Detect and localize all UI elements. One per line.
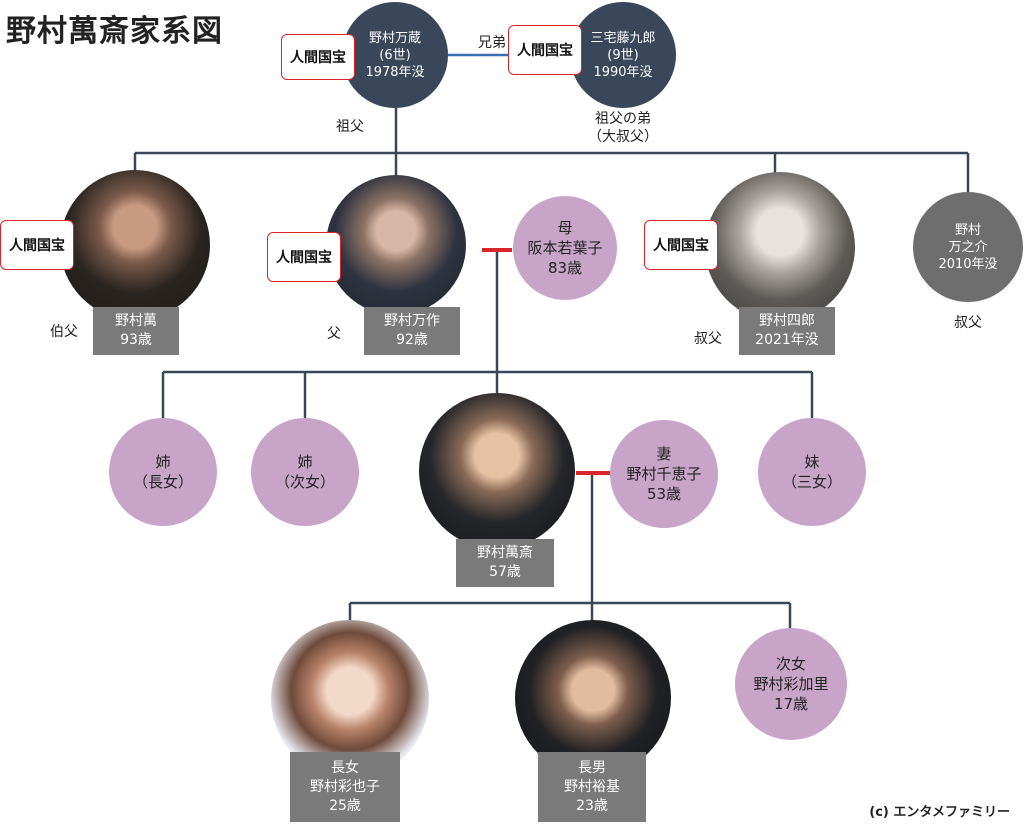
sister3-role: 妹 — [804, 453, 820, 471]
uncle3-name-line1: 野村 — [954, 222, 981, 238]
daughter1-plate: 長女 野村彩也子 25歳 — [290, 752, 400, 822]
wife-note: 53歳 — [646, 485, 682, 503]
mansai-photo — [419, 393, 575, 549]
sister1-role: 姉 — [155, 453, 171, 471]
wife-name: 野村千恵子 — [626, 465, 702, 483]
father-name: 野村万作 — [384, 313, 440, 329]
son-name: 野村裕基 — [564, 778, 620, 795]
daughter1-photo — [271, 620, 429, 778]
daughter1-name: 野村彩也子 — [310, 778, 380, 795]
mansai-note: 57歳 — [489, 564, 521, 580]
uncle3-node: 野村 万之介 2010年没 — [913, 192, 1023, 302]
granduncle-note: 1990年没 — [593, 64, 653, 80]
father-photo — [326, 175, 466, 315]
grandfather-name: 野村万蔵 — [368, 30, 421, 46]
uncle2-note: 2021年没 — [755, 332, 819, 348]
daughter2-name: 野村彩加里 — [753, 675, 829, 693]
uncle2-photo — [705, 172, 855, 322]
mother-node: 母 阪本若葉子 83歳 — [513, 196, 617, 300]
grandfather-note: 1978年没 — [365, 64, 425, 80]
uncle1-badge: 人間国宝 — [0, 220, 74, 270]
granduncle-generation: (9世) — [607, 47, 639, 63]
mansai-name: 野村萬斎 — [477, 545, 533, 561]
son-role: 長男 — [578, 759, 606, 776]
grandfather-generation: (6世) — [379, 47, 411, 63]
grandfather-relation: 祖父 — [336, 119, 364, 135]
daughter1-note: 25歳 — [329, 797, 361, 814]
grandfather-badge: 人間国宝 — [281, 34, 355, 80]
wife-node: 妻 野村千恵子 53歳 — [610, 420, 718, 528]
uncle1-plate: 野村萬 93歳 — [93, 307, 179, 355]
uncle2-name: 野村四郎 — [759, 313, 815, 329]
sister1-node: 姉 （長女） — [109, 418, 217, 526]
daughter2-node: 次女 野村彩加里 17歳 — [735, 628, 847, 740]
granduncle-badge: 人間国宝 — [508, 25, 582, 75]
son-plate: 長男 野村裕基 23歳 — [538, 752, 646, 822]
sister3-node: 妹 （三女） — [758, 418, 866, 526]
uncle2-badge: 人間国宝 — [644, 220, 718, 270]
father-relation: 父 — [327, 326, 341, 342]
granduncle-relation-line2: （大叔父） — [588, 129, 658, 145]
daughter1-role: 長女 — [331, 759, 359, 776]
uncle1-name: 野村萬 — [115, 313, 157, 329]
uncle3-note: 2010年没 — [938, 256, 998, 272]
sister3-order: （三女） — [781, 473, 842, 491]
page-title: 野村萬斎家系図 — [6, 14, 223, 49]
uncle2-relation: 叔父 — [694, 331, 722, 347]
granduncle-relation-line1: 祖父の弟 — [595, 111, 651, 127]
son-photo — [515, 620, 671, 776]
uncle3-name-line2: 万之介 — [948, 239, 988, 255]
mother-name: 阪本若葉子 — [527, 239, 603, 257]
sister1-order: （長女） — [132, 473, 193, 491]
uncle1-relation: 伯父 — [50, 324, 78, 340]
son-note: 23歳 — [576, 797, 608, 814]
sister2-order: （次女） — [274, 473, 335, 491]
sibling-label: 兄弟 — [478, 35, 506, 51]
mansai-plate: 野村萬斎 57歳 — [456, 539, 554, 587]
granduncle-name: 三宅藤九郎 — [590, 30, 656, 46]
uncle1-photo — [60, 170, 210, 320]
wife-role: 妻 — [656, 445, 672, 463]
uncle3-relation: 叔父 — [954, 315, 982, 331]
granduncle-relation: 祖父の弟 （大叔父） — [583, 110, 663, 146]
daughter2-role: 次女 — [775, 655, 806, 673]
copyright-text: (c) エンタメファミリー — [869, 805, 1010, 820]
mother-role: 母 — [557, 219, 573, 237]
father-badge: 人間国宝 — [267, 232, 341, 282]
grandfather-node: 野村万蔵 (6世) 1978年没 — [342, 2, 448, 108]
sister2-role: 姉 — [297, 453, 313, 471]
father-plate: 野村万作 92歳 — [364, 307, 460, 355]
uncle1-note: 93歳 — [120, 332, 152, 348]
father-note: 92歳 — [396, 332, 428, 348]
mother-note: 83歳 — [547, 259, 583, 277]
sister2-node: 姉 （次女） — [251, 418, 359, 526]
daughter2-note: 17歳 — [773, 695, 809, 713]
granduncle-node: 三宅藤九郎 (9世) 1990年没 — [570, 2, 676, 108]
uncle2-plate: 野村四郎 2021年没 — [739, 307, 835, 355]
